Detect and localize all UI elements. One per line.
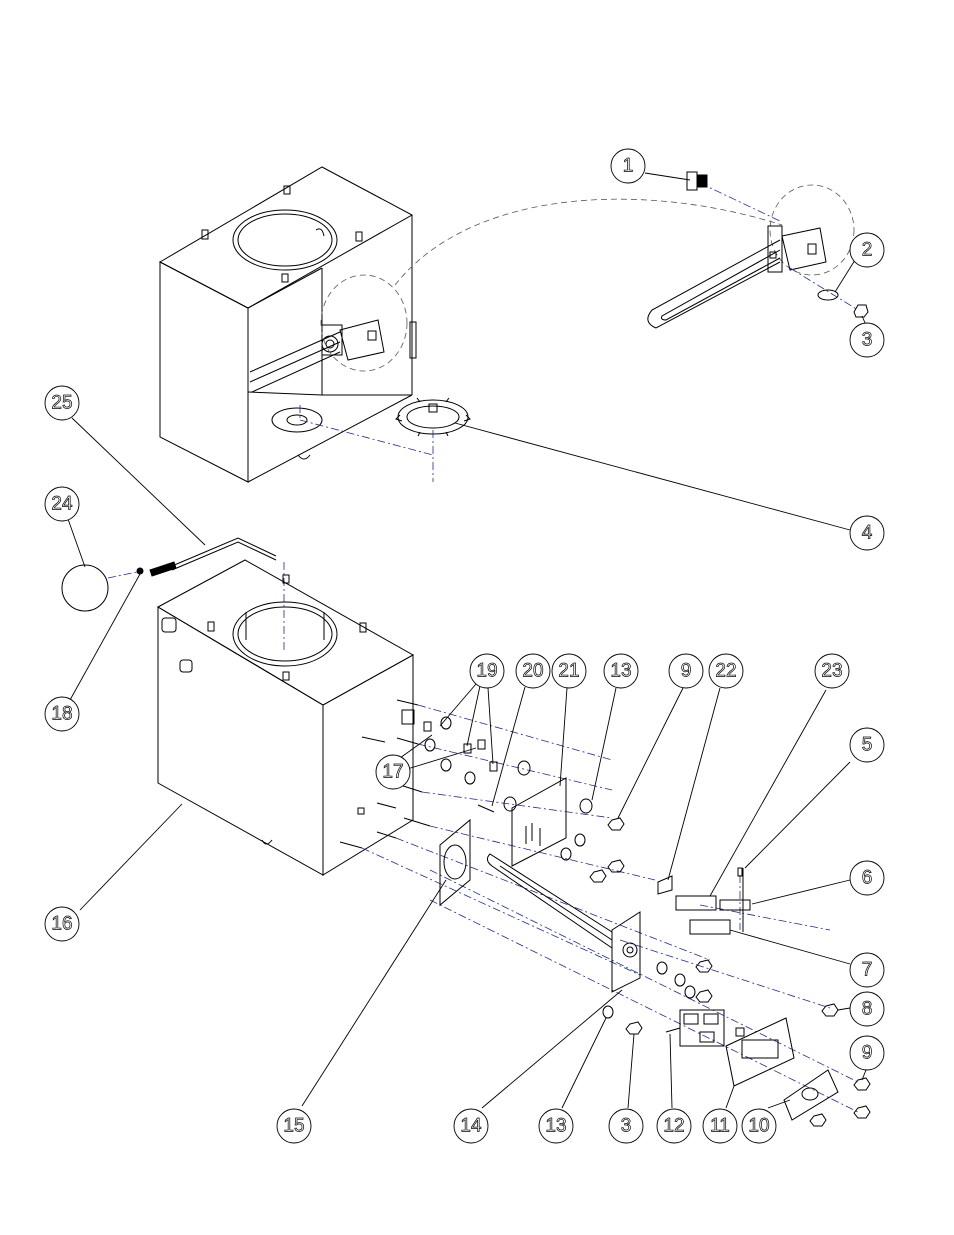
nuts [590, 818, 870, 1126]
callout-18: 18 [45, 697, 79, 731]
lower-tank [158, 560, 430, 875]
svg-text:11: 11 [710, 1116, 730, 1137]
callout-11: 11 [703, 1109, 737, 1143]
callout-21: 21 [552, 654, 586, 688]
svg-text:4: 4 [862, 523, 873, 544]
callout-13-top: 13 [604, 654, 638, 688]
svg-text:19: 19 [476, 661, 497, 682]
thermostat-parts-22-23 [658, 868, 750, 934]
screw-part-20 [478, 805, 494, 812]
svg-text:8: 8 [862, 999, 873, 1020]
callout-1: 1 [611, 149, 645, 183]
callout-16: 16 [45, 907, 79, 941]
exploded-hardware [362, 705, 870, 1126]
upper-tank-top-face [160, 167, 412, 308]
svg-text:15: 15 [283, 1116, 304, 1137]
callout-22: 22 [709, 654, 743, 688]
callout-19: 19 [470, 654, 504, 688]
upper-tank-drain [272, 408, 322, 432]
callout-15: 15 [277, 1109, 311, 1143]
upper-tank-front-face [160, 262, 248, 482]
callout-14: 14 [454, 1109, 488, 1143]
callout-20: 20 [516, 654, 550, 688]
svg-text:2: 2 [862, 240, 873, 261]
svg-text:20: 20 [522, 661, 543, 682]
gasket-part-15 [440, 820, 470, 905]
callout-6: 6 [850, 861, 884, 895]
callout-7: 7 [850, 953, 884, 987]
callout-4: 4 [850, 516, 884, 550]
svg-text:23: 23 [821, 661, 842, 682]
svg-text:17: 17 [382, 762, 403, 783]
lower-tank-front-face [158, 607, 323, 875]
callout-9-bottom: 9 [850, 1036, 884, 1070]
heating-element-inside-tank [250, 320, 416, 392]
baffle-part-4 [300, 398, 470, 482]
fitting-part-16 [162, 618, 192, 672]
callout-25: 25 [45, 386, 79, 420]
svg-text:3: 3 [862, 330, 873, 351]
svg-text:18: 18 [51, 704, 72, 725]
svg-text:16: 16 [51, 914, 72, 935]
upper-tank-opening [233, 210, 337, 270]
lower-tank-opening [233, 602, 337, 666]
callout-13-bottom: 13 [539, 1109, 573, 1143]
svg-text:3: 3 [621, 1116, 632, 1137]
callout-17: 17 [376, 755, 410, 789]
plate-part-21 [512, 778, 566, 866]
svg-text:13: 13 [610, 661, 631, 682]
heating-element-part-14 [487, 854, 640, 992]
callout-9-top: 9 [669, 654, 703, 688]
svg-text:14: 14 [460, 1116, 482, 1137]
svg-text:22: 22 [715, 661, 736, 682]
svg-text:6: 6 [862, 868, 873, 889]
upper-tank [160, 167, 416, 482]
svg-text:1: 1 [623, 156, 634, 177]
bracket-part-1 [687, 172, 707, 190]
detail-link-arc [395, 199, 782, 285]
switch-part-12 [666, 1010, 744, 1046]
probe-part-25 [108, 538, 284, 650]
svg-text:12: 12 [663, 1116, 684, 1137]
callout-8: 8 [850, 992, 884, 1026]
callout-5: 5 [850, 728, 884, 762]
cover-plate-part-10 [784, 1070, 838, 1120]
svg-text:9: 9 [862, 1043, 873, 1064]
svg-text:10: 10 [748, 1116, 769, 1137]
svg-text:24: 24 [51, 494, 73, 515]
callout-2: 2 [850, 233, 884, 267]
svg-text:21: 21 [558, 661, 579, 682]
svg-text:25: 25 [51, 393, 72, 414]
nut-part-3-top [854, 305, 868, 317]
callout-23: 23 [815, 654, 849, 688]
callout-10: 10 [742, 1109, 776, 1143]
svg-text:7: 7 [862, 960, 873, 981]
callout-3-bottom: 3 [609, 1109, 643, 1143]
detail-heating-element [648, 172, 868, 328]
detail-circle-part-24 [62, 565, 108, 611]
callout-12: 12 [657, 1109, 691, 1143]
svg-text:13: 13 [545, 1116, 566, 1137]
svg-text:5: 5 [862, 735, 873, 756]
svg-text:9: 9 [681, 661, 692, 682]
callout-3-top: 3 [850, 323, 884, 357]
leader-lines [68, 173, 866, 1108]
callout-24: 24 [45, 487, 79, 521]
